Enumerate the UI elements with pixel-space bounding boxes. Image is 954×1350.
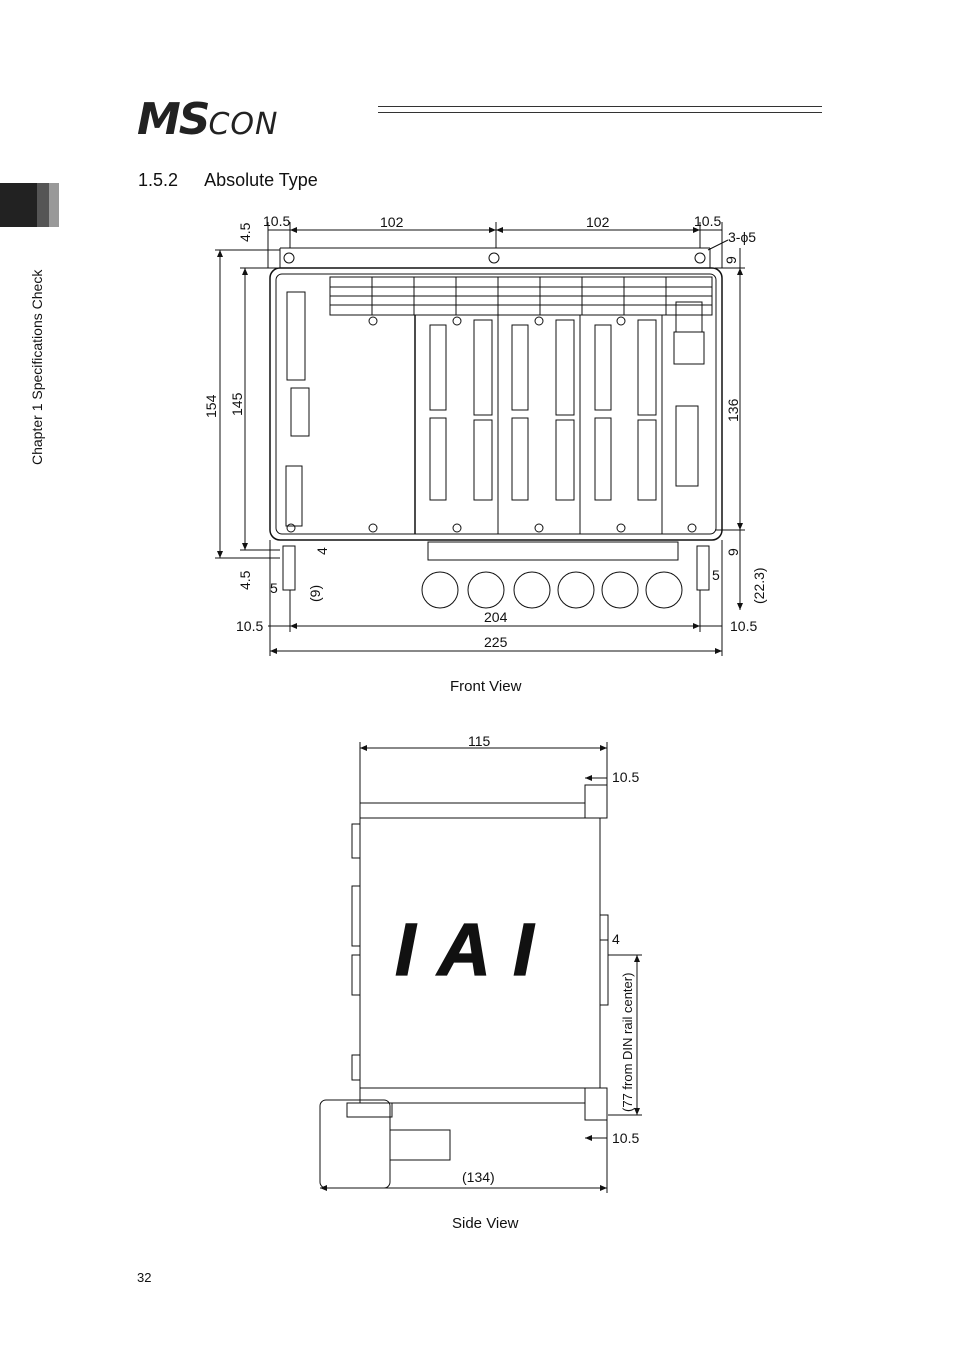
cable-loop-5 [601, 571, 639, 609]
dim-bottom-right: 10.5 [730, 618, 757, 634]
left-foot [282, 545, 296, 591]
switch-block [290, 387, 310, 437]
dim-right-bottom-gap: 9 [725, 548, 741, 556]
chapter-tab-marker [0, 183, 37, 227]
dim-left-top-gap: 4.5 [237, 222, 253, 242]
chapter-tab-light [49, 183, 59, 227]
dim-side-rail-step: 4 [612, 931, 620, 947]
dim-side-top-flange: 10.5 [612, 769, 639, 785]
right-foot [696, 545, 710, 591]
io-connector [285, 465, 303, 527]
dim-top-right: 10.5 [694, 213, 721, 229]
axis3-motor-connector [594, 324, 612, 411]
chapter-tab-shade [37, 183, 49, 227]
section-heading: 1.5.2 Absolute Type [138, 170, 318, 191]
dim-top-span-right: 102 [586, 214, 610, 230]
section-title: Absolute Type [204, 170, 318, 190]
axis2-motor-connector [511, 324, 529, 411]
cable-loop-4 [557, 571, 595, 609]
mount-hole-center [488, 252, 500, 264]
dim-foot-right: 5 [712, 567, 720, 583]
cable-loop-2 [467, 571, 505, 609]
din-rail-clip [599, 914, 609, 1006]
side-view-caption: Side View [452, 1215, 519, 1232]
side-top-flange [359, 802, 586, 819]
dim-overall-height: 154 [203, 394, 219, 418]
cable-loop-1 [421, 571, 459, 609]
dim-side-overall-depth: (134) [462, 1169, 495, 1185]
dim-foot-step: 4 [314, 547, 330, 555]
mscon-logo: MSCON [137, 94, 279, 145]
dim-foot-left: 5 [270, 580, 278, 596]
dim-side-rail-note: (77 from DIN rail center) [620, 973, 635, 1112]
dim-left-bottom-gap: 4.5 [237, 570, 253, 590]
mount-hole-right [694, 252, 706, 264]
dim-foot-depth: (9) [307, 585, 323, 602]
dim-right-top-gap: 9 [723, 256, 739, 264]
dim-body-height: 145 [229, 392, 245, 416]
dim-bottom-span: 204 [484, 609, 508, 625]
dim-side-depth: 115 [468, 733, 491, 749]
front-case-inner [275, 273, 717, 535]
dim-right-rail: (22.3) [751, 567, 767, 604]
status-leds [673, 331, 705, 365]
page-number: 32 [137, 1270, 152, 1285]
side-bottom-flange [359, 1087, 586, 1104]
dim-hole-note: 3-ϕ5 [728, 229, 756, 245]
axis1-motor-connector [429, 324, 447, 411]
dim-overall-width: 225 [484, 634, 508, 650]
comm-connector [675, 405, 699, 487]
dim-right-height: 136 [725, 398, 741, 422]
power-connector [286, 291, 306, 381]
side-cable-connector [319, 1099, 391, 1189]
cable-loop-6 [645, 571, 683, 609]
dim-top-left: 10.5 [263, 213, 290, 229]
mount-hole-left [283, 252, 295, 264]
header-rule-bottom [378, 112, 822, 113]
dim-top-span-left: 102 [380, 214, 404, 230]
section-number: 1.5.2 [138, 170, 179, 190]
side-iai-logo: IAI [395, 908, 556, 991]
front-view-caption: Front View [450, 678, 522, 695]
dim-bottom-left: 10.5 [236, 618, 263, 634]
cable-loop-3 [513, 571, 551, 609]
dim-side-bottom-flange: 10.5 [612, 1130, 639, 1146]
header-rule-top [378, 106, 822, 107]
front-case-outline [269, 267, 723, 541]
